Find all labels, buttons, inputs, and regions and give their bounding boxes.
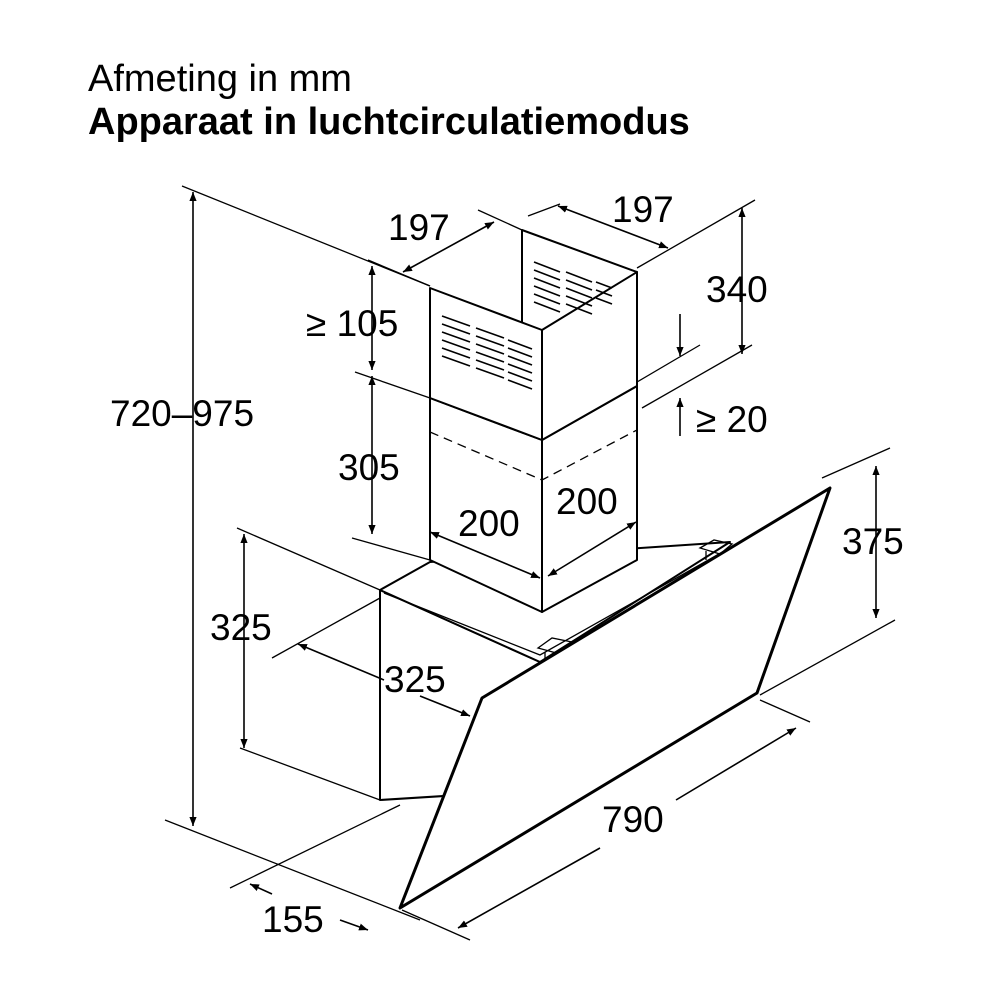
label-total-height: 720–975 [110, 393, 254, 434]
hinge-right [698, 539, 734, 560]
housing-top-edge [383, 544, 736, 656]
label-chimney-base-width: 200 [556, 481, 618, 522]
arrow-325-depth-left [297, 643, 385, 681]
label-lower-chimney-height: 305 [338, 447, 400, 488]
label-glass-height: 375 [842, 521, 904, 562]
overlap-dashed-line [429, 429, 638, 481]
arrow-200-depth [429, 531, 541, 579]
arrow-200-width [547, 521, 637, 577]
vent-grille-back [533, 261, 613, 315]
label-chimney-width: 197 [612, 189, 674, 230]
label-min-105: ≥ 105 [306, 303, 398, 344]
arrow-325-depth-right [419, 695, 471, 717]
diagram-title: Apparaat in luchtcirculatiemodus [88, 101, 690, 143]
glass-panel [398, 486, 832, 910]
arrow-chimney-depth [402, 221, 495, 273]
label-body-height: 325 [210, 607, 272, 648]
label-bottom-depth: 155 [262, 899, 324, 940]
label-glass-width: 790 [602, 799, 664, 840]
arrow-155-left [249, 883, 273, 895]
dimension-arrows [189, 192, 880, 931]
arrow-790-right [675, 727, 797, 801]
upper-chimney-right-face [541, 271, 638, 441]
upper-chimney [429, 229, 638, 441]
label-upper-chimney-height: 340 [706, 269, 768, 310]
arrow-155-right [339, 919, 369, 931]
label-min-20: ≥ 20 [696, 399, 768, 440]
extension-lines [164, 185, 896, 941]
vent-grille-left [441, 315, 533, 390]
dimension-labels: 720–975 197 197 ≥ 105 340 ≥ 20 305 200 2… [110, 189, 904, 940]
label-body-depth: 325 [384, 659, 446, 700]
arrow-790-left [457, 847, 601, 929]
label-chimney-depth: 197 [388, 207, 450, 248]
arrow-chimney-width [557, 205, 669, 249]
diagram-subtitle: Afmeting in mm [88, 58, 352, 100]
label-chimney-base-depth: 200 [458, 503, 520, 544]
